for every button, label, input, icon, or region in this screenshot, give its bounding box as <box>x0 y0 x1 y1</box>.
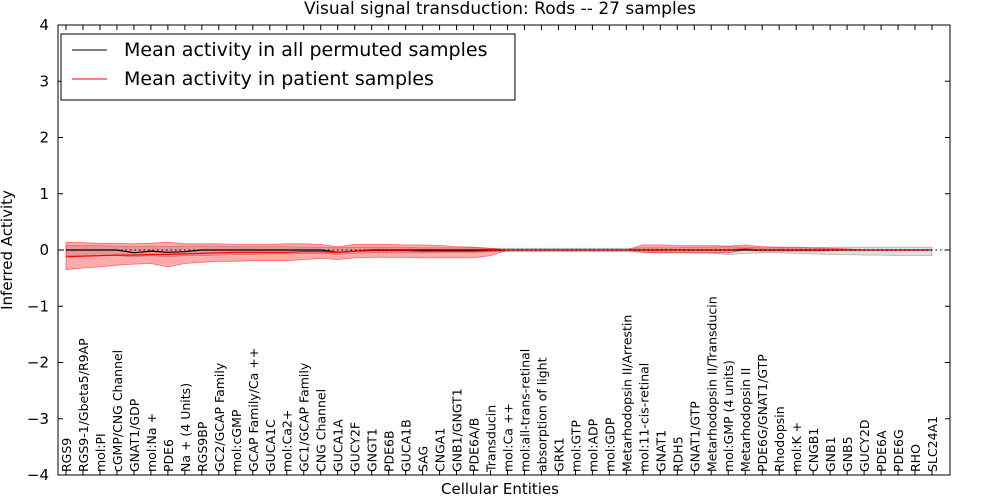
x-tick-label: PDE6G/GNAT1/GTP <box>755 354 770 472</box>
x-tick-label: GCAP Family/Ca ++ <box>246 348 261 472</box>
x-tick-label: RGS9-1/Gbeta5/R9AP <box>76 338 91 472</box>
x-tick-label: PDE6A <box>874 430 889 472</box>
x-tick-label: PDE6A/B <box>467 418 482 472</box>
y-tick-label: 4 <box>39 16 49 34</box>
x-tick-label: PDE6G <box>891 429 906 472</box>
x-tick-label: mol:GMP (4 units) <box>721 360 736 472</box>
x-tick-label: mol:GTP <box>568 420 583 472</box>
y-axis-label: Inferred Activity <box>0 190 16 310</box>
x-tick-label: Na + (4 Units) <box>178 383 193 472</box>
band-permuted <box>65 245 933 258</box>
y-tick-label: −4 <box>27 466 49 484</box>
x-tick-label: GC2/GCAP Family <box>212 362 227 472</box>
x-tick-label: SLC24A1 <box>925 416 940 472</box>
x-tick-label: CNGB1 <box>806 428 821 472</box>
x-tick-label: Rhodopsin <box>772 406 787 472</box>
x-tick-label: Metarhodopsin II/Transducin <box>704 296 719 472</box>
x-tick-label: mol:11-cis-retinal <box>636 363 651 472</box>
y-tick-label: 3 <box>39 72 49 90</box>
legend-label-permuted: Mean activity in all permuted samples <box>124 39 487 61</box>
plot-frame <box>57 24 951 476</box>
y-tick-label: −2 <box>27 354 49 372</box>
chart-title: Visual signal transduction: Rods -- 27 s… <box>304 0 696 19</box>
x-tick-label: RHO <box>908 444 923 472</box>
x-tick-label: RGS9 <box>59 438 74 472</box>
x-tick-label: GRK1 <box>551 437 566 472</box>
x-tick-label: cGMP/CNG Channel <box>110 350 125 472</box>
x-tick-label: mol:cGMP <box>229 409 244 472</box>
x-tick-label: GUCA1A <box>331 419 346 472</box>
y-tick-label: 0 <box>39 241 49 259</box>
x-tick-label: PDE6 <box>161 439 176 472</box>
x-tick-label: Metarhodopsin II <box>738 368 753 472</box>
x-tick-label: GNAT1/GDP <box>127 398 142 472</box>
x-tick-label: Metarhodopsin II/Arrestin <box>619 315 634 472</box>
legend: Mean activity in all permuted samples Me… <box>60 33 516 101</box>
x-tick-label: GUCY2F <box>348 422 363 472</box>
legend-label-patient: Mean activity in patient samples <box>124 68 434 90</box>
x-tick-label: GC1/GCAP Family <box>297 362 312 472</box>
x-tick-label: mol:ADP <box>585 418 600 472</box>
x-tick-label: GUCA1C <box>263 419 278 472</box>
x-tick-label: GNAT1 <box>653 430 668 472</box>
x-tick-label: mol:Ca ++ <box>501 403 516 472</box>
x-tick-label: absorption of light <box>535 357 550 472</box>
legend-box <box>60 33 516 101</box>
x-tick-label: GUCY2D <box>857 419 872 472</box>
x-axis-label: Cellular Entities <box>441 480 559 498</box>
x-tick-label: CNG Channel <box>314 389 329 472</box>
x-tick-label: mol:GDP <box>602 417 617 472</box>
y-tick-label: 2 <box>39 129 49 147</box>
y-tick-label: −1 <box>27 297 49 315</box>
x-tick-label: mol:K + <box>789 422 804 472</box>
y-tick-label: 1 <box>39 185 49 203</box>
x-tick-label: CNGA1 <box>433 428 448 472</box>
x-tick-label: mol:Na + <box>144 413 159 472</box>
x-tick-label: GUCA1B <box>399 419 414 472</box>
x-tick-label: RGS9BP <box>195 421 210 472</box>
x-tick-label: GNGT1 <box>365 428 380 472</box>
y-tick-label: −3 <box>27 410 49 428</box>
x-tick-label: mol:all-trans-retinal <box>518 349 533 472</box>
x-tick-label: Transducin <box>484 405 499 473</box>
x-tick-label: PDE6B <box>382 430 397 472</box>
x-tick-label: GNB5 <box>840 436 855 472</box>
x-tick-label: RDH5 <box>670 436 685 472</box>
x-tick-label: GNB1/GNGT1 <box>450 388 465 472</box>
x-tick-label: mol:Ca2+ <box>280 410 295 472</box>
x-tick-label: mol:PI <box>93 433 108 472</box>
x-tick-label: SAG <box>416 446 431 472</box>
x-tick-label: GNAT1/GTP <box>687 401 702 472</box>
x-tick-label: GNB1 <box>823 436 838 472</box>
